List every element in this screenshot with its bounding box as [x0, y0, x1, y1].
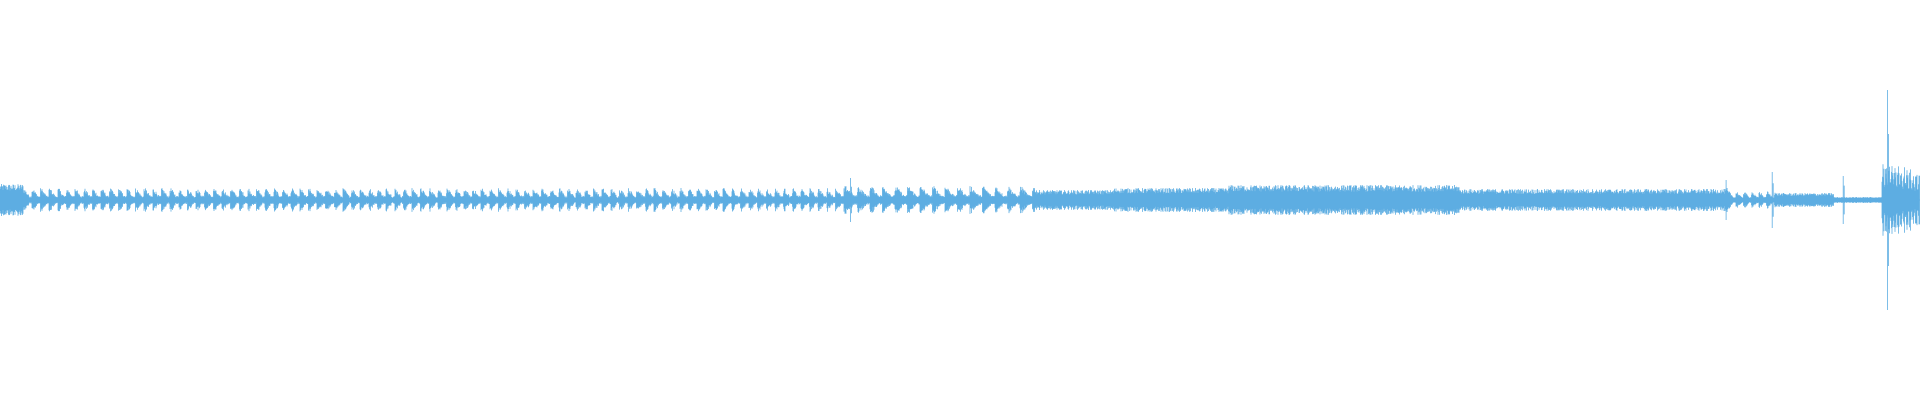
audio-waveform[interactable]	[0, 0, 1920, 400]
audio-waveform-view[interactable]	[0, 0, 1920, 400]
